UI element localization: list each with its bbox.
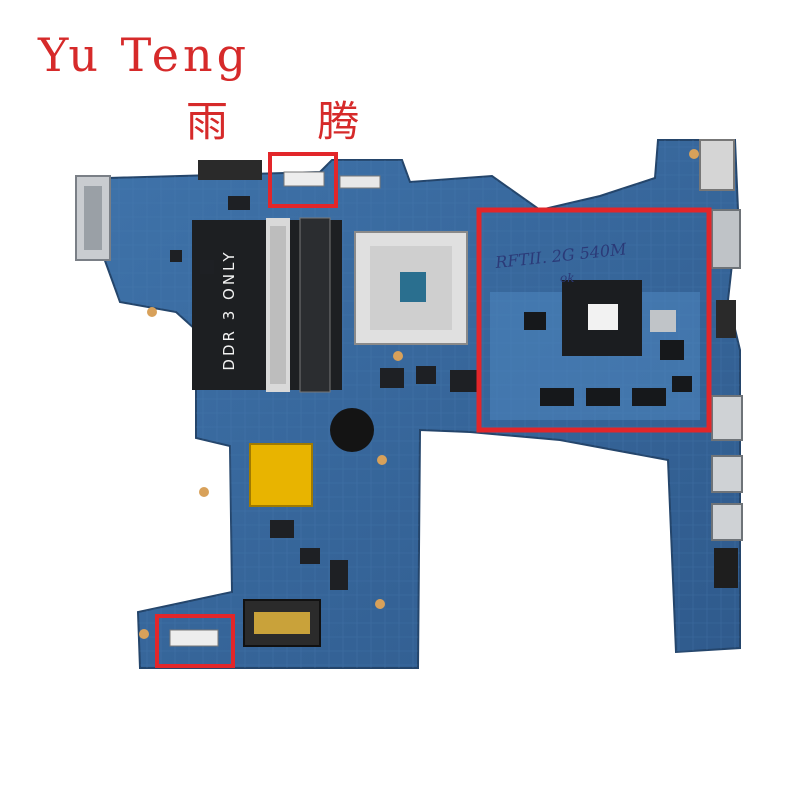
- highlight-box-gpu: [476, 207, 712, 433]
- gpu-area: RFTII. 2G 540M ok: [490, 239, 700, 420]
- memory-slot-label: DDR 3 ONLY: [220, 249, 238, 370]
- top-connector: [198, 160, 262, 180]
- top-fpc-small: [283, 171, 325, 187]
- cpu-socket: [354, 231, 468, 345]
- chipset-yellow: [249, 443, 313, 507]
- bottom-fpc-connector: [169, 629, 219, 647]
- right-ports: [699, 139, 743, 588]
- left-connector: [75, 175, 111, 261]
- top-fpc-connector: [339, 175, 381, 189]
- coin-battery: [330, 408, 374, 452]
- handwritten-check: ok: [560, 271, 575, 285]
- highlight-box-top: [268, 152, 338, 208]
- small-components: [170, 196, 478, 590]
- highlight-box-bottom: [155, 614, 235, 668]
- brand-name-zh: 雨 腾: [186, 97, 398, 146]
- brand-name-en: Yu Teng: [38, 28, 251, 82]
- ddr3-memory-slot: DDR 3 ONLY: [192, 217, 342, 393]
- card-reader: [243, 599, 321, 647]
